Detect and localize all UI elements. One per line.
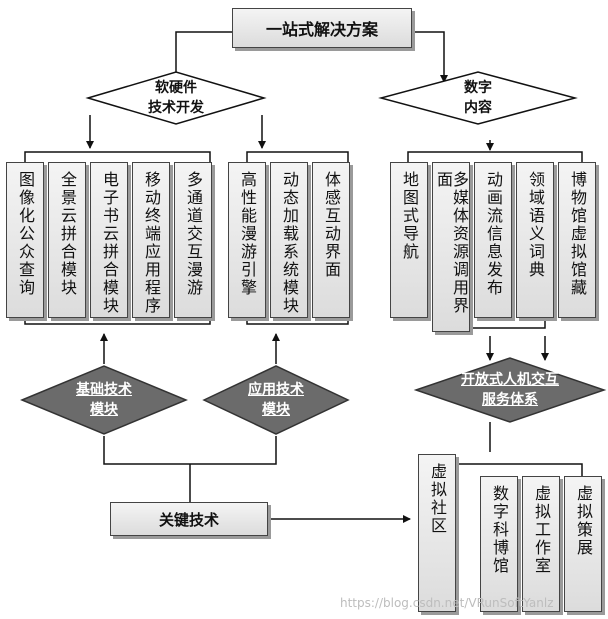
group-brackets	[24, 151, 583, 329]
bracket-content-top	[407, 151, 583, 162]
connector-title-content	[412, 31, 448, 83]
diamond-open	[413, 357, 607, 423]
application-module-box: 动态加载系统模块	[270, 162, 308, 318]
title-connectors	[172, 31, 448, 83]
basic-module-box: 全景云拼合模块	[48, 162, 86, 318]
service-box: 数字科博馆	[480, 476, 518, 612]
application-module-box: 高性能漫游引擎	[228, 162, 266, 318]
basic-module-box: 移动终端应用程序	[132, 162, 170, 318]
bracket-app-bottom	[246, 318, 349, 325]
bracket-app-top	[246, 151, 349, 162]
basic-module-box: 多通道交互漫游	[174, 162, 212, 318]
software-label: 软硬件 技术开发	[148, 80, 204, 116]
service-box: 虚拟社区	[418, 454, 456, 612]
bracket-services-top	[455, 463, 583, 476]
bracket-content-bottom	[469, 320, 546, 329]
content-label: 数字 内容	[464, 80, 492, 116]
diamond-software	[85, 71, 267, 125]
basic-module-box: 电子书云拼合模块	[90, 162, 128, 318]
software-diamond-arrows	[86, 115, 266, 149]
key-technology-box: 关键技术	[110, 502, 268, 536]
bracket-basic-bottom	[24, 318, 211, 325]
application-module-box: 体感互动界面	[312, 162, 350, 318]
content-box: 地图式导航	[390, 162, 428, 318]
content-box: 多媒体资源调用界面	[432, 162, 470, 332]
service-box: 虚拟策展	[564, 476, 602, 612]
application-modules-label: 应用技术 模块	[248, 382, 304, 418]
up-arrows	[100, 333, 549, 364]
content-box: 动画流信息发布	[474, 162, 512, 318]
connector-modules-joint	[103, 436, 277, 465]
basic-module-box: 图像化公众查询	[6, 162, 44, 318]
basic-modules-label: 基础技术 模块	[76, 382, 132, 418]
diamond-content	[378, 71, 578, 125]
diamond-basic	[20, 365, 188, 435]
title-box: 一站式解决方案	[232, 8, 412, 48]
content-box: 博物馆虚拟馆藏	[558, 162, 596, 318]
connector-title-software	[172, 31, 232, 83]
service-box: 虚拟工作室	[522, 476, 560, 612]
bracket-basic-top	[24, 151, 211, 162]
diamond-application	[202, 365, 350, 435]
watermark: https://blog.csdn.net/VRunSoftYanlz	[340, 596, 554, 610]
open-interaction-label: 开放式人机交互 服务体系	[461, 372, 559, 408]
content-box: 领域语义词典	[516, 162, 554, 318]
bottom-connectors	[103, 422, 583, 523]
